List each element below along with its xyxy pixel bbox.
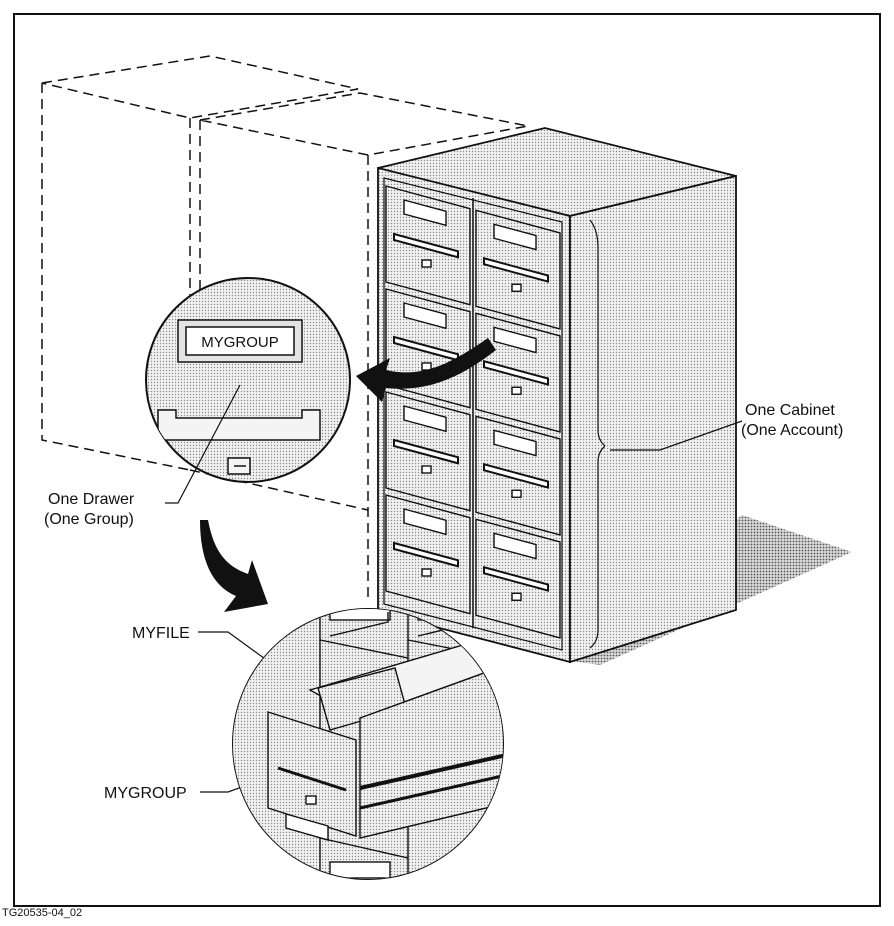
drawer-label-line1: One Drawer	[48, 491, 135, 508]
drawer-lock	[421, 465, 432, 474]
drawer-label-slot	[403, 199, 447, 227]
drawer-handle	[483, 256, 549, 283]
drawer-label-slot	[493, 326, 537, 354]
cabinet-drawers	[385, 185, 561, 639]
figure-code: TG20535-04_02	[2, 907, 83, 919]
mygroup-label: MYGROUP	[104, 785, 187, 802]
drawer-lock	[421, 568, 432, 577]
drawer-lock	[511, 592, 522, 601]
open-drawer-front	[267, 711, 357, 837]
drawer-handle	[157, 409, 321, 441]
drawer-magnifier: MYGROUP	[145, 277, 351, 483]
cabinet-label-line1: One Cabinet	[745, 402, 835, 419]
drawer-label-slot	[493, 532, 537, 560]
drawer-lock	[421, 362, 432, 371]
drawer-handle	[483, 359, 549, 386]
drawer-handle	[483, 462, 549, 489]
drawer-handle	[393, 541, 459, 568]
drawer-label-slot	[403, 405, 447, 433]
figure-frame	[13, 13, 881, 907]
drawer-label-slot	[493, 223, 537, 251]
arrow-to-file-icon	[200, 520, 268, 612]
drawer-lock	[511, 489, 522, 498]
callout-labels: One Cabinet (One Account) One Drawer (On…	[44, 402, 843, 802]
arrow-to-drawer-icon	[356, 338, 496, 402]
drawer-handle	[483, 565, 549, 592]
drawer-lock	[511, 283, 522, 292]
drawer-handle	[393, 438, 459, 465]
drawer-lock	[511, 386, 522, 395]
cabinet-label-line2: (One Account)	[741, 422, 843, 439]
drawer-label-slot	[403, 302, 447, 330]
drawer-tag	[185, 326, 295, 356]
cabinet-side	[569, 174, 737, 664]
drawer-lock	[421, 259, 432, 268]
file-magnifier	[232, 608, 504, 880]
drawer-handle	[393, 232, 459, 259]
drawer-label-slot	[403, 508, 447, 536]
drawer-tag-text: MYGROUP	[201, 334, 279, 351]
drawer-label-line2: (One Group)	[44, 511, 134, 528]
drawer-label-slot	[493, 429, 537, 457]
myfile-label: MYFILE	[132, 625, 190, 642]
